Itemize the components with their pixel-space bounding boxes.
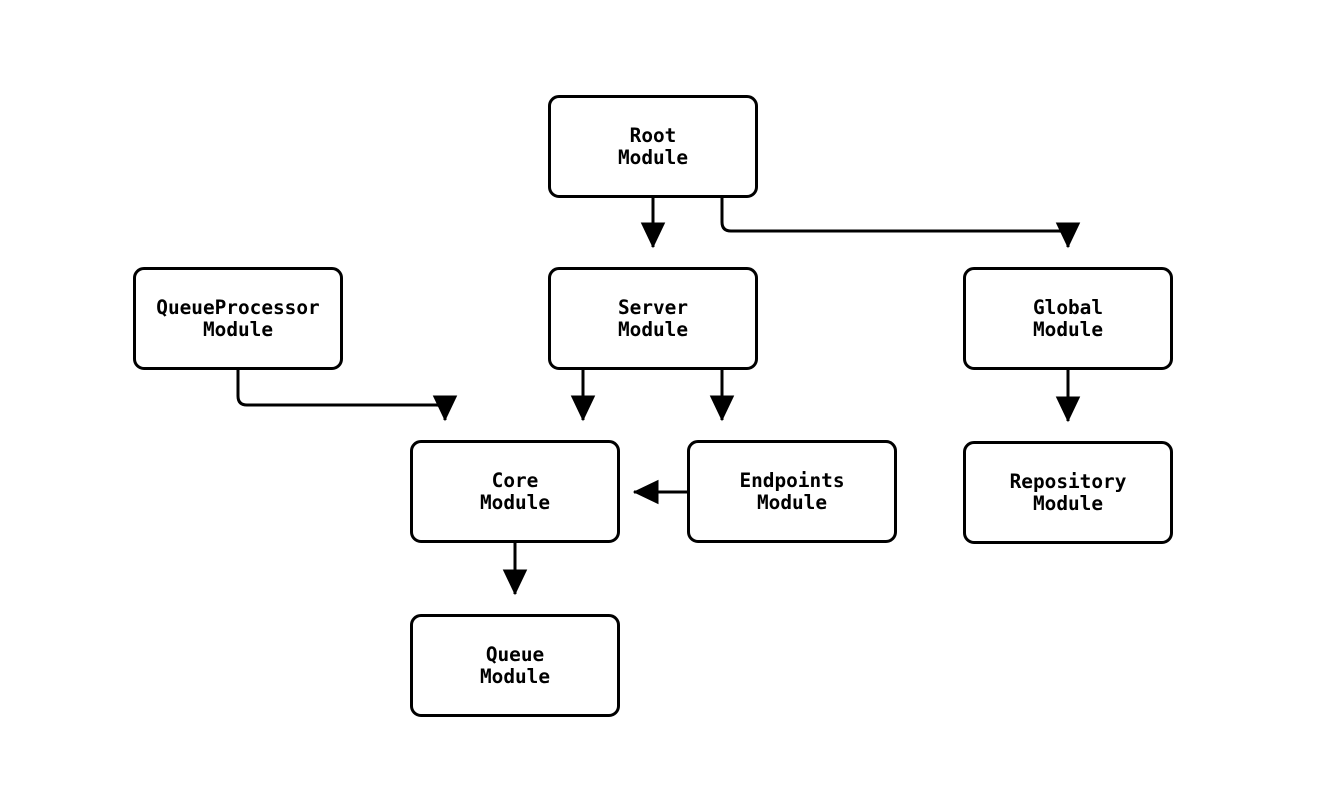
edge-root-to-global bbox=[720, 198, 1081, 249]
node-queueprocessor-suffix: Module bbox=[202, 317, 274, 341]
node-server-name: Server bbox=[617, 295, 689, 319]
node-endpoints-suffix: Module bbox=[756, 490, 828, 514]
node-queueprocessor-name: QueueProcessor bbox=[156, 295, 320, 319]
node-queue-name: Queue bbox=[485, 642, 545, 666]
node-repository-name: Repository bbox=[1009, 469, 1127, 493]
node-core-name: Core bbox=[491, 468, 539, 492]
node-global-suffix: Module bbox=[1032, 317, 1104, 341]
node-root-name: Root bbox=[629, 123, 677, 147]
edge-queueprocessor-to-core bbox=[236, 370, 458, 422]
node-endpoints-name: Endpoints bbox=[739, 468, 845, 492]
node-queue-suffix: Module bbox=[479, 664, 551, 688]
node-root-suffix: Module bbox=[617, 145, 689, 169]
node-global-name: Global bbox=[1032, 295, 1104, 319]
node-core-suffix: Module bbox=[479, 490, 551, 514]
node-server-suffix: Module bbox=[617, 317, 689, 341]
node-repository-suffix: Module bbox=[1032, 491, 1104, 515]
